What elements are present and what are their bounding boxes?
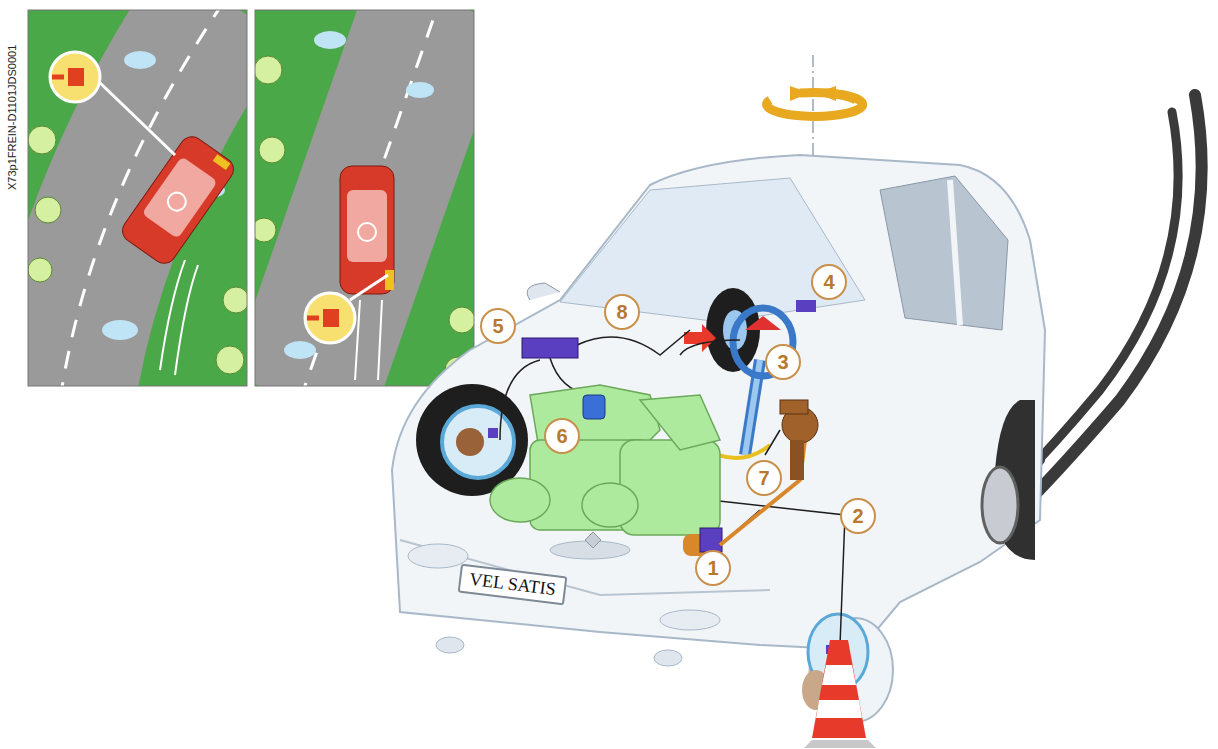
inset-scene [216,346,244,374]
inset-scene [255,218,276,242]
wheel [442,406,514,478]
car-body [880,176,1008,330]
wheel [456,428,484,456]
callout-number: 7 [746,460,782,496]
inset-scene [300,10,440,386]
callout-number: 5 [480,308,516,344]
inset-scene [223,287,247,313]
module [790,440,804,480]
module [522,338,578,358]
car-body [982,467,1018,543]
inset-scene [259,137,285,163]
inset-scene [28,10,247,386]
inset-scene [160,260,185,370]
inset-scene [124,51,156,69]
callout-number: 8 [604,294,640,330]
traffic-cone [804,640,876,748]
inset-scene [164,189,189,214]
engine [490,478,550,522]
inset-scene [28,126,56,154]
inset-scene [305,293,355,343]
callout-number: 6 [544,418,580,454]
yaw-arrow [816,86,836,101]
car-body [950,180,960,325]
traffic-cone [804,740,876,748]
callout-number: 4 [811,264,847,300]
inset-scene [350,275,388,300]
module [583,395,605,419]
module [720,440,805,545]
traffic-cone [822,665,856,685]
car-body [654,650,682,666]
wiring [680,340,740,355]
module [780,400,808,414]
drawing-reference: X73p1FREIN-D1101JDS0001 [6,45,18,190]
car-body [392,155,1045,650]
car-body [585,532,601,548]
inset-scene [142,156,218,239]
inset-scene [300,10,440,386]
engine [490,385,720,535]
inset-scene [213,154,231,170]
yaw-arrow [767,92,863,116]
engine [582,483,638,527]
wheel [488,428,498,438]
inset-scene [284,341,316,359]
car-body [527,283,560,300]
inset-scene [52,75,64,80]
inset-scene [358,223,376,241]
wheel [416,384,893,722]
inset-scene [50,52,100,102]
callout-number: 3 [765,344,801,380]
inset-scene [35,197,61,223]
module [700,528,722,552]
inset-scene [323,309,339,327]
steering [796,300,816,312]
inset-scene [68,68,84,86]
inset-scene [449,307,474,333]
inset-scene [255,56,474,383]
inset-frame [255,10,474,386]
engine [640,395,720,450]
callout-number: 2 [840,498,876,534]
license-plate: VEL SATIS [457,563,567,605]
inset-scene [378,300,382,380]
inset-scene [118,132,238,268]
engine [620,440,720,535]
yaw-arrow [790,86,810,101]
car-body [436,637,464,653]
car-body [560,178,865,322]
car-body [392,155,1045,666]
wiring [765,430,780,455]
inset-scene [28,126,247,374]
car-body [660,610,720,630]
inset-scene [255,10,474,386]
inset-scene [385,270,394,290]
wiring [577,330,690,355]
inset-scene [175,265,198,375]
traffic-cone [812,640,866,738]
module [522,338,818,556]
inset-scene [347,190,387,262]
steering [745,316,781,330]
inset-scene [307,316,319,321]
inset-scene [28,258,52,282]
car-body [408,544,468,568]
inset-scene [118,132,238,268]
inset-scene [406,82,434,98]
inset-scene [97,80,175,155]
inset-frame [28,10,247,386]
traffic-cone [816,700,862,718]
inset-scene [102,320,138,340]
inset-scene [255,56,282,84]
callout-number: 1 [695,550,731,586]
inset-scene [314,31,346,49]
